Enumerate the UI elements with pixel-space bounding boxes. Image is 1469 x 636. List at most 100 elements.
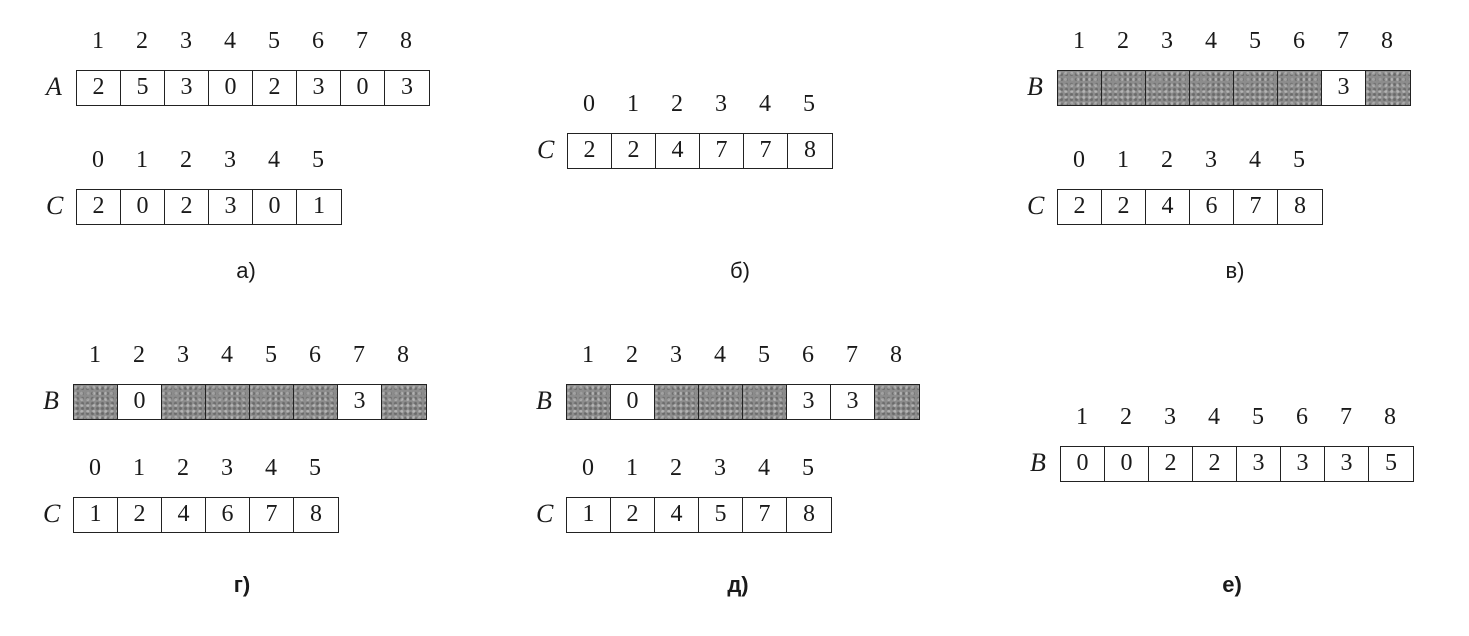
array-cell: 0 — [611, 385, 655, 419]
array-cell: 5 — [1369, 447, 1413, 481]
index-label: 1 — [1073, 28, 1085, 54]
index-label: 4 — [1208, 404, 1220, 430]
array-cell: 0 — [253, 190, 297, 224]
array-cell: 3 — [1237, 447, 1281, 481]
empty-cell — [875, 385, 919, 419]
array-cell: 2 — [77, 71, 121, 105]
index-label: 7 — [1340, 404, 1352, 430]
panel-caption: д) — [727, 572, 749, 597]
index-label: 1 — [582, 342, 594, 368]
index-label: 1 — [136, 147, 148, 173]
empty-cell — [74, 385, 118, 419]
array-cell: 3 — [385, 71, 429, 105]
index-row: 0 1 2 3 4 5 — [567, 89, 831, 119]
panel-caption: в) — [1225, 258, 1245, 283]
index-label: 2 — [671, 91, 683, 117]
index-label: 2 — [136, 28, 148, 54]
panel-caption: г) — [233, 572, 251, 597]
array-cell: 8 — [787, 498, 831, 532]
index-label: 4 — [221, 342, 233, 368]
index-label: 3 — [715, 91, 727, 117]
index-label: 1 — [89, 342, 101, 368]
index-label: 1 — [1117, 147, 1129, 173]
array-name-label: A — [46, 72, 62, 101]
index-label: 0 — [583, 91, 595, 117]
index-label: 8 — [400, 28, 412, 54]
array-cell: 3 — [338, 385, 382, 419]
empty-cell — [699, 385, 743, 419]
array-cell: 3 — [165, 71, 209, 105]
array-cell: 3 — [831, 385, 875, 419]
array-cell: 7 — [744, 134, 788, 168]
index-label: 4 — [268, 147, 280, 173]
array-cell: 7 — [700, 134, 744, 168]
empty-cell — [382, 385, 426, 419]
array-cell: 2 — [118, 498, 162, 532]
index-label: 3 — [670, 342, 682, 368]
array-cell: 2 — [1149, 447, 1193, 481]
empty-cell — [1102, 71, 1146, 105]
index-label: 8 — [397, 342, 409, 368]
array-cell: 8 — [1278, 190, 1322, 224]
array-cell: 3 — [1281, 447, 1325, 481]
array-cell: 6 — [206, 498, 250, 532]
array-cell: 0 — [121, 190, 165, 224]
array-cell: 6 — [1190, 190, 1234, 224]
array-cell: 1 — [74, 498, 118, 532]
empty-cell — [1146, 71, 1190, 105]
array-name-label: B — [1030, 448, 1046, 477]
index-label: 5 — [1252, 404, 1264, 430]
empty-cell — [1278, 71, 1322, 105]
index-label: 2 — [626, 342, 638, 368]
array-cell: 0 — [1061, 447, 1105, 481]
index-label: 4 — [1249, 147, 1261, 173]
index-label: 2 — [670, 455, 682, 481]
panel-caption: е) — [1222, 572, 1242, 597]
index-label: 4 — [714, 342, 726, 368]
empty-cell — [1366, 71, 1410, 105]
index-label: 1 — [626, 455, 638, 481]
index-label: 3 — [180, 28, 192, 54]
index-label: 6 — [309, 342, 321, 368]
index-label: 0 — [92, 147, 104, 173]
index-label: 6 — [1293, 28, 1305, 54]
index-label: 1 — [627, 91, 639, 117]
array-cell: 0 — [118, 385, 162, 419]
index-label: 7 — [1337, 28, 1349, 54]
index-label: 2 — [180, 147, 192, 173]
empty-cell — [250, 385, 294, 419]
index-label: 7 — [846, 342, 858, 368]
index-label: 2 — [1120, 404, 1132, 430]
index-label: 4 — [265, 455, 277, 481]
index-label: 6 — [312, 28, 324, 54]
array-name-label: C — [1027, 191, 1045, 220]
array-cell: 3 — [787, 385, 831, 419]
array-cell: 0 — [341, 71, 385, 105]
index-label: 3 — [224, 147, 236, 173]
array-cell: 2 — [253, 71, 297, 105]
array-cell: 7 — [743, 498, 787, 532]
array-cell: 2 — [611, 498, 655, 532]
index-label: 5 — [268, 28, 280, 54]
index-label: 5 — [1249, 28, 1261, 54]
index-label: 5 — [803, 91, 815, 117]
empty-cell — [206, 385, 250, 419]
index-label: 3 — [221, 455, 233, 481]
index-label: 3 — [1164, 404, 1176, 430]
index-label: 4 — [759, 91, 771, 117]
index-label: 3 — [1161, 28, 1173, 54]
array-cell: 2 — [568, 134, 612, 168]
array-cell: 5 — [699, 498, 743, 532]
empty-cell — [1058, 71, 1102, 105]
